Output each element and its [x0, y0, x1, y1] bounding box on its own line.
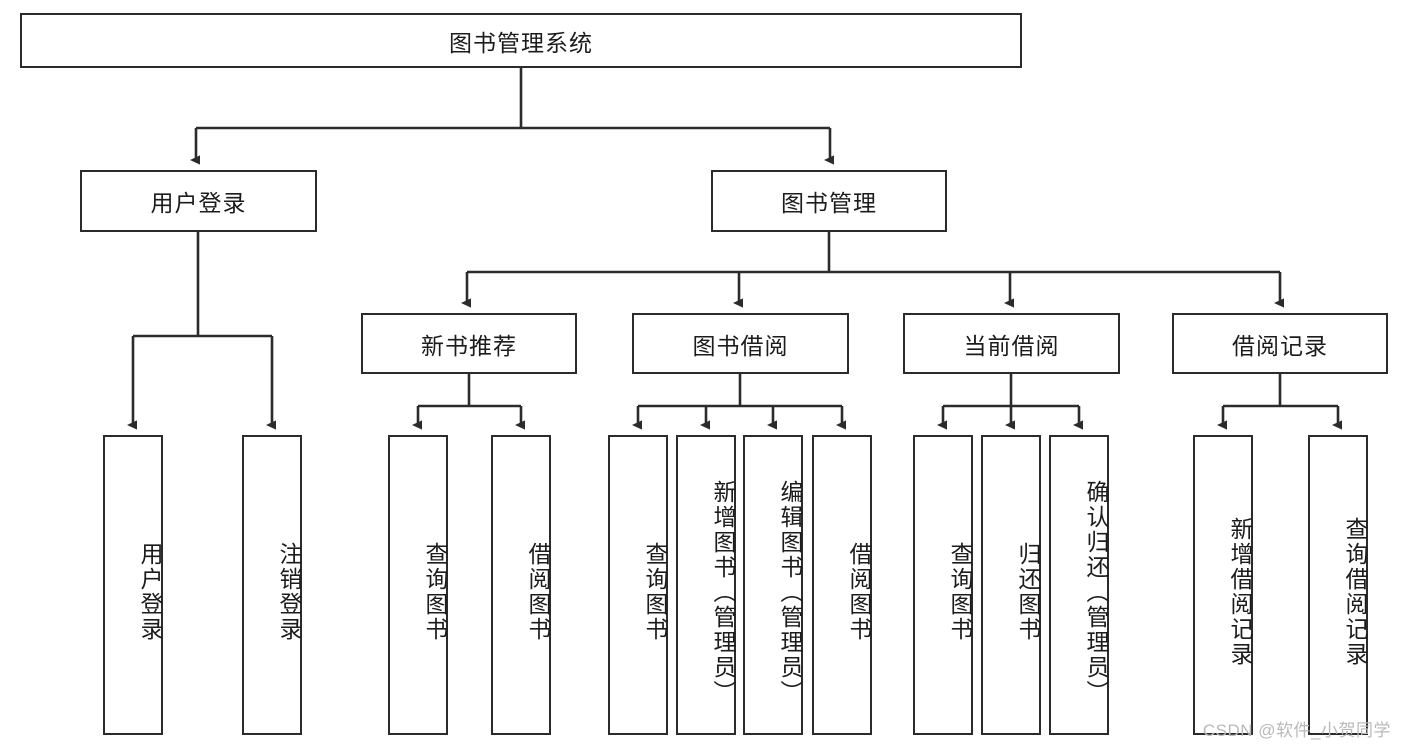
node-label: 图书管理系统	[449, 29, 593, 56]
node-label: 新增借阅记录	[1227, 517, 1253, 667]
node-label: 查询图书	[422, 542, 448, 642]
leaf-current-borrow-return[interactable]: 归还图书	[981, 435, 1041, 735]
node-label: 用户登录	[150, 190, 247, 216]
leaf-user-login-signout[interactable]: 注销登录	[242, 435, 302, 735]
node-label: 新书推荐	[421, 332, 517, 359]
node-label: 查询借阅记录	[1342, 517, 1368, 667]
leaf-borrow-record-add[interactable]: 新增借阅记录	[1193, 435, 1253, 735]
node-book-borrow[interactable]: 图书借阅	[632, 313, 849, 374]
node-current-borrow[interactable]: 当前借阅	[903, 313, 1120, 374]
leaf-new-book-query[interactable]: 查询图书	[388, 435, 448, 735]
leaf-current-borrow-query[interactable]: 查询图书	[913, 435, 973, 735]
node-label: 借阅图书	[525, 542, 551, 642]
node-borrow-record[interactable]: 借阅记录	[1172, 313, 1388, 374]
node-label: 用户登录	[137, 542, 163, 642]
node-label: 归还图书	[1015, 542, 1041, 642]
node-user-login[interactable]: 用户登录	[80, 170, 317, 232]
node-book-management[interactable]: 图书管理	[711, 170, 947, 232]
node-label: 注销登录	[276, 542, 302, 642]
leaf-book-borrow-query[interactable]: 查询图书	[608, 435, 668, 735]
leaf-user-login-signin[interactable]: 用户登录	[103, 435, 163, 735]
node-label: 编辑图书（管理员）	[777, 479, 803, 705]
node-new-book-recommend[interactable]: 新书推荐	[361, 313, 577, 374]
leaf-book-borrow-add[interactable]: 新增图书（管理员）	[676, 435, 736, 735]
node-label: 查询图书	[947, 542, 973, 642]
node-label: 确认归还（管理员）	[1083, 479, 1109, 705]
node-label: 当前借阅	[963, 332, 1060, 359]
node-label: 借阅图书	[846, 542, 872, 642]
leaf-book-borrow-edit[interactable]: 编辑图书（管理员）	[743, 435, 803, 735]
node-label: 图书借阅	[692, 332, 789, 359]
leaf-current-borrow-confirm-return[interactable]: 确认归还（管理员）	[1049, 435, 1109, 735]
leaf-book-borrow-lend[interactable]: 借阅图书	[812, 435, 872, 735]
node-root-system[interactable]: 图书管理系统	[20, 13, 1022, 68]
csdn-watermark: CSDN @软件_小贺同学	[1202, 721, 1391, 740]
node-label: 查询图书	[642, 542, 668, 642]
node-label: 新增图书（管理员）	[710, 479, 736, 705]
node-label: 图书管理	[781, 190, 877, 216]
leaf-new-book-borrow[interactable]: 借阅图书	[491, 435, 551, 735]
node-label: 借阅记录	[1232, 332, 1328, 359]
leaf-borrow-record-query[interactable]: 查询借阅记录	[1308, 435, 1368, 735]
